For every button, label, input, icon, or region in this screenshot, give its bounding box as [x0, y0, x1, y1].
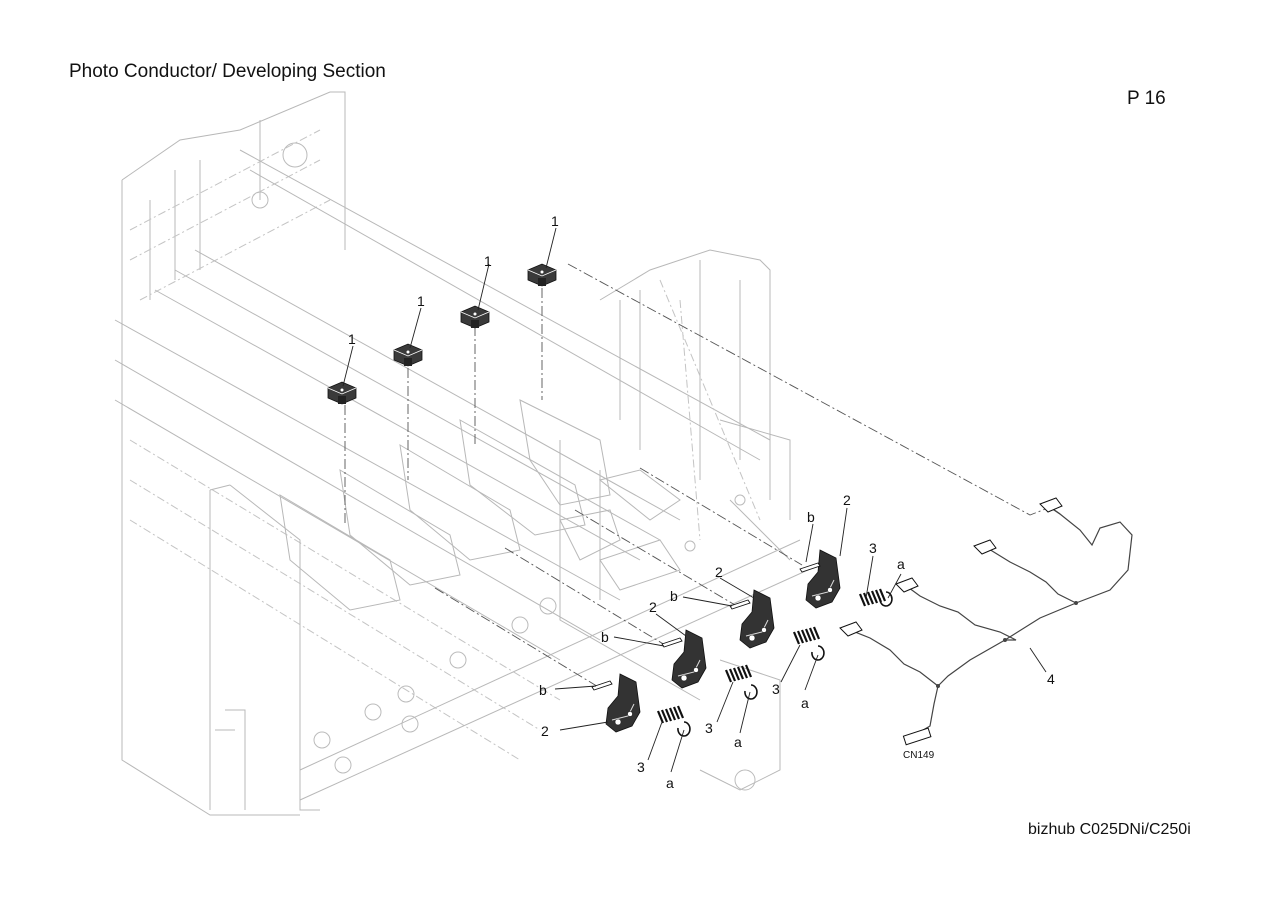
callout-labels: 1 1 1 1 2 2 2 2 3 3 3 3 4 a a a a b b b …: [348, 213, 1055, 791]
lever-part-2: [805, 549, 841, 609]
callout-ref-b: b: [807, 509, 815, 525]
callout-part-3: 3: [705, 720, 713, 736]
spring-part-3: [724, 663, 753, 684]
callout-part-1: 1: [551, 213, 559, 229]
callout-ref-a: a: [734, 734, 742, 750]
callout-part-1: 1: [484, 253, 492, 269]
callout-part-1: 1: [417, 293, 425, 309]
machine-frame: [114, 91, 831, 816]
ref-a-rings: [677, 591, 893, 737]
e-ring: [677, 721, 691, 737]
connector-label: CN149: [903, 750, 935, 761]
callout-part-2: 2: [649, 599, 657, 615]
sensor-part-1: [460, 305, 490, 329]
e-ring: [811, 645, 825, 661]
page-title: Photo Conductor/ Developing Section: [69, 61, 386, 82]
callout-part-3: 3: [637, 759, 645, 775]
callout-ref-a: a: [897, 556, 905, 572]
callout-ref-b: b: [539, 682, 547, 698]
callout-ref-a: a: [801, 695, 809, 711]
spring-part-3: [792, 625, 821, 646]
callout-part-1: 1: [348, 331, 356, 347]
leader-lines: [342, 227, 1047, 773]
ref-b-pins: [591, 562, 821, 691]
pin: [591, 680, 613, 691]
callout-part-4: 4: [1047, 671, 1055, 687]
callout-part-3: 3: [869, 540, 877, 556]
callout-ref-a: a: [666, 775, 674, 791]
page-number: P 16: [1127, 88, 1166, 109]
part-1-sensors: [327, 263, 557, 405]
callout-part-3: 3: [772, 681, 780, 697]
sensor-part-1: [327, 381, 357, 405]
pin: [799, 562, 821, 573]
reference-lines: [344, 263, 1049, 689]
model-name: bizhub C025DNi/C250i: [1028, 821, 1191, 838]
callout-part-2: 2: [715, 564, 723, 580]
callout-part-2: 2: [843, 492, 851, 508]
part-4-harness: [839, 497, 1133, 746]
sensor-part-1: [527, 263, 557, 287]
callout-part-2: 2: [541, 723, 549, 739]
pin: [729, 599, 751, 610]
e-ring: [744, 684, 758, 700]
callout-ref-b: b: [601, 629, 609, 645]
pin: [661, 637, 683, 648]
callout-ref-b: b: [670, 588, 678, 604]
spring-part-3: [656, 704, 685, 725]
